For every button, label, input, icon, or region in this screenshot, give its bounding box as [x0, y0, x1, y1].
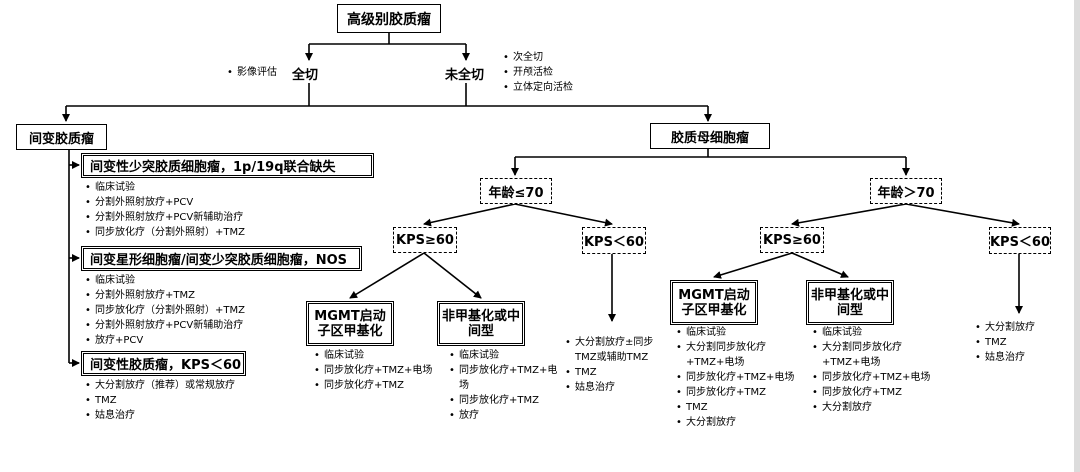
node-old-kps-low: KPS＜60	[989, 227, 1051, 254]
treatment-item: 同步放化疗+TMZ	[812, 385, 934, 400]
node-oligodendroglioma-codeletion: 间变性少突胶质细胞瘤，1p/19q联合缺失	[81, 153, 374, 178]
treatment-item: 同步放化疗（分割外照射）+TMZ	[85, 225, 245, 240]
treatment-item: 放疗	[449, 408, 561, 423]
treatment-item: 同步放化疗+TMZ	[314, 378, 432, 393]
branch-incomplete-resection: 未全切	[445, 68, 485, 83]
treatment-item: 大分割放疗	[812, 400, 934, 415]
treatment-item: 分割外照射放疗+PCV	[85, 195, 245, 210]
treatment-item: 大分割同步放化疗+TMZ+电场	[676, 340, 796, 370]
young-methylated-treatment-list: 临床试验 同步放化疗+TMZ+电场 同步放化疗+TMZ	[314, 348, 432, 393]
node-young-kps-high: KPS≥60	[393, 227, 457, 253]
node-old-unmethylated: 非甲基化或中间型	[806, 280, 894, 325]
young-unmethylated-treatment-list: 临床试验 同步放化疗+TMZ+电场 同步放化疗+TMZ 放疗	[449, 348, 561, 423]
treatment-item: TMZ	[85, 393, 235, 408]
note-open-biopsy: 开颅活检	[503, 65, 573, 80]
node-astrocytoma-nos: 间变星形细胞瘤/间变少突胶质细胞瘤，NOS	[81, 246, 362, 271]
treatment-item: 同步放化疗+TMZ+电场	[449, 363, 561, 393]
treatment-item: 同步放化疗（分割外照射）+TMZ	[85, 303, 245, 318]
treatment-item: 同步放化疗+TMZ+电场	[314, 363, 432, 378]
treatment-item: TMZ	[565, 365, 673, 380]
treatment-item: 同步放化疗+TMZ	[449, 393, 561, 408]
node-old-kps-high: KPS≥60	[760, 227, 824, 253]
node-anaplastic-low-kps: 间变性胶质瘤，KPS＜60	[81, 351, 246, 376]
treatment-item: 放疗+PCV	[85, 333, 245, 348]
treatment-item: 分割外照射放疗+TMZ	[85, 288, 245, 303]
treatment-item: 姑息治疗	[975, 350, 1035, 365]
note-stereotactic-biopsy: 立体定向活检	[503, 80, 573, 95]
treatment-item: 姑息治疗	[85, 408, 235, 423]
branch-total-resection: 全切	[292, 68, 319, 83]
page-edge-shadow	[1074, 0, 1080, 472]
low-kps-treatment-list: 大分割放疗（推荐）或常规放疗 TMZ 姑息治疗	[85, 378, 235, 423]
treatment-item: 同步放化疗+TMZ	[676, 385, 796, 400]
oligo-treatment-list: 临床试验 分割外照射放疗+PCV 分割外照射放疗+PCV新辅助治疗 同步放化疗（…	[85, 180, 245, 240]
treatment-item: 姑息治疗	[565, 380, 673, 395]
astro-treatment-list: 临床试验 分割外照射放疗+TMZ 同步放化疗（分割外照射）+TMZ 分割外照射放…	[85, 273, 245, 348]
node-young-unmethylated: 非甲基化或中间型	[437, 301, 525, 346]
treatment-item: 大分割放疗	[975, 320, 1035, 335]
old-unmethylated-treatment-list: 临床试验 大分割同步放化疗+TMZ+电场 同步放化疗+TMZ+电场 同步放化疗+…	[812, 325, 934, 415]
treatment-item: 同步放化疗+TMZ+电场	[812, 370, 934, 385]
treatment-item: 同步放化疗+TMZ+电场	[676, 370, 796, 385]
treatment-item: TMZ	[676, 400, 796, 415]
note-subtotal: 次全切	[503, 50, 573, 65]
treatment-item: 大分割放疗	[676, 415, 796, 430]
incomplete-resection-notes: 次全切 开颅活检 立体定向活检	[503, 50, 573, 95]
treatment-item: 分割外照射放疗+PCV新辅助治疗	[85, 210, 245, 225]
treatment-item: 大分割放疗（推荐）或常规放疗	[85, 378, 235, 393]
treatment-item: 临床试验	[85, 273, 245, 288]
old-methylated-treatment-list: 临床试验 大分割同步放化疗+TMZ+电场 同步放化疗+TMZ+电场 同步放化疗+…	[676, 325, 796, 430]
treatment-item: 大分割同步放化疗+TMZ+电场	[812, 340, 934, 370]
node-young-kps-low: KPS＜60	[582, 227, 646, 254]
total-resection-notes: 影像评估	[227, 65, 277, 80]
treatment-item: TMZ	[975, 335, 1035, 350]
root-node-high-grade-glioma: 高级别胶质瘤	[337, 4, 441, 33]
treatment-item: 临床试验	[676, 325, 796, 340]
node-age-over-70: 年龄＞70	[870, 178, 942, 204]
young-low-kps-treatment-list: 大分割放疗±同步TMZ或辅助TMZ TMZ 姑息治疗	[565, 335, 673, 395]
old-low-kps-treatment-list: 大分割放疗 TMZ 姑息治疗	[975, 320, 1035, 365]
treatment-item: 临床试验	[85, 180, 245, 195]
treatment-item: 临床试验	[449, 348, 561, 363]
node-anaplastic-glioma: 间变胶质瘤	[16, 124, 107, 150]
treatment-item: 临床试验	[812, 325, 934, 340]
node-glioblastoma: 胶质母细胞瘤	[650, 123, 770, 149]
treatment-item: 分割外照射放疗+PCV新辅助治疗	[85, 318, 245, 333]
treatment-item: 临床试验	[314, 348, 432, 363]
node-old-mgmt-methylated: MGMT启动子区甲基化	[670, 280, 758, 325]
treatment-item: 大分割放疗±同步TMZ或辅助TMZ	[565, 335, 673, 365]
note-imaging-eval: 影像评估	[227, 65, 277, 80]
node-age-70-or-under: 年龄≤70	[480, 178, 552, 204]
node-young-mgmt-methylated: MGMT启动子区甲基化	[306, 301, 394, 346]
